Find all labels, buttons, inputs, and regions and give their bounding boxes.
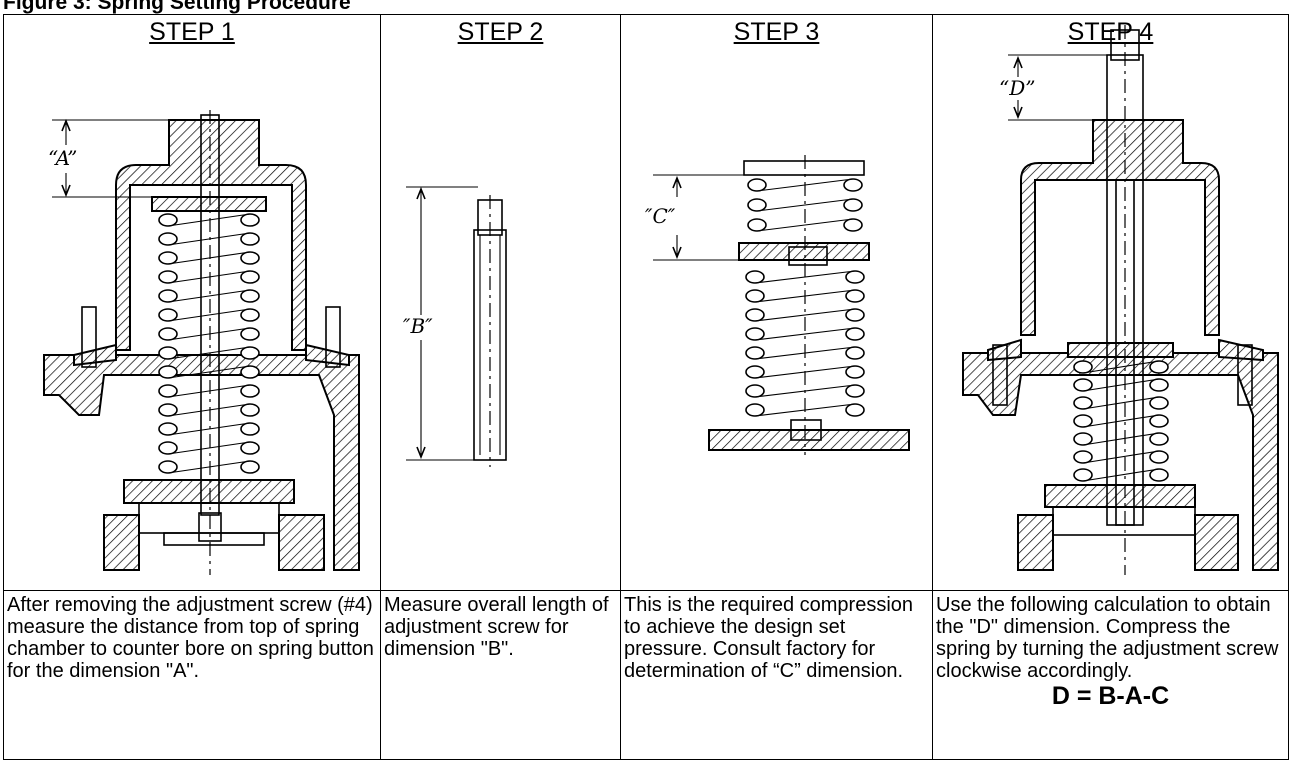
spring-setting-table: STEP 1 xyxy=(3,14,1289,760)
step-3-description: This is the required compression to achi… xyxy=(624,594,914,682)
step-3-title: STEP 3 xyxy=(733,18,820,46)
step-2-description-cell: Measure overall length of adjustment scr… xyxy=(380,590,621,760)
step-1-description: After removing the adjustment screw (#4)… xyxy=(7,594,374,682)
step-4-formula: D = B-A-C xyxy=(1051,682,1170,710)
figure-title: Figure 3: Spring Setting Procedure xyxy=(3,0,351,14)
step-2-title: STEP 2 xyxy=(457,18,544,46)
step-1-image-cell: STEP 1 xyxy=(3,14,381,591)
step-1-spring xyxy=(158,213,260,474)
step-3-description-cell: This is the required compression to achi… xyxy=(620,590,933,760)
step-1-title: STEP 1 xyxy=(149,18,235,46)
dimension-b-label: ″B″ xyxy=(403,314,433,338)
step-1-description-cell: After removing the adjustment screw (#4)… xyxy=(3,590,381,760)
dimension-a-callout: “A” xyxy=(48,118,169,198)
step-2-image-cell: STEP 2 ″B″ xyxy=(380,14,621,591)
dimension-a-label: “A” xyxy=(48,146,77,170)
dimension-c-label: ″C″ xyxy=(645,204,676,228)
step-4-valve-drawing: “D” xyxy=(962,25,1279,575)
step-4-image-cell: STEP 4 xyxy=(932,14,1289,591)
step-2-description: Measure overall length of adjustment scr… xyxy=(384,594,609,660)
step-1-valve-drawing: “A” xyxy=(43,110,360,575)
dimension-d-label: “D” xyxy=(999,76,1035,100)
step-3-image-cell: STEP 3 xyxy=(620,14,933,591)
step-4-description-cell: Use the following calculation to obtain … xyxy=(932,590,1289,760)
step-4-description: Use the following calculation to obtain … xyxy=(936,594,1279,682)
step-4-spring xyxy=(1073,360,1169,482)
step-3-spring-drawing: ″C″ xyxy=(645,155,910,455)
step-2-screw-drawing: ″B″ xyxy=(403,186,507,467)
